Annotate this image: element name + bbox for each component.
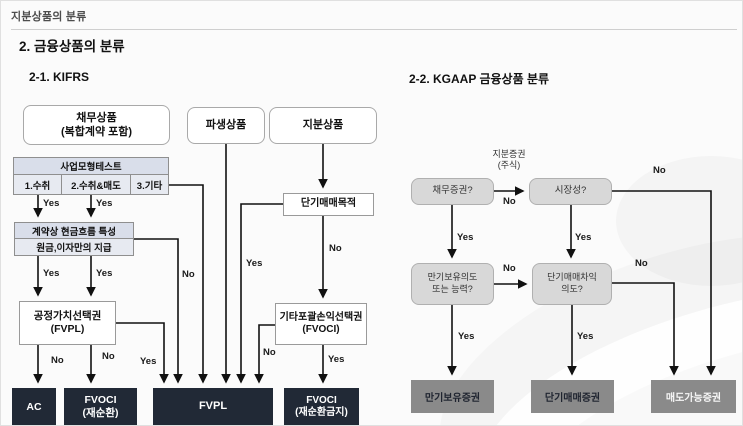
label-yes: Yes bbox=[246, 258, 263, 269]
result-ac-box: AC bbox=[12, 388, 56, 425]
q-short-line2: 의도? bbox=[561, 284, 583, 294]
cashflow-row: 원금,이자만의 지급 bbox=[15, 239, 133, 255]
label-no: No bbox=[653, 165, 666, 176]
section-title: 2. 금융상품의 분류 bbox=[19, 39, 125, 54]
arrow-short-no-to-afs bbox=[612, 282, 679, 376]
label-no: No bbox=[102, 351, 115, 362]
label-yes: Yes bbox=[140, 356, 157, 367]
kgaap-subtitle: 2-2. KGAAP 금융상품 분류 bbox=[409, 72, 550, 86]
arrow-fvpl-option-yes-to-fvpl bbox=[116, 322, 169, 384]
result-fvoci-no-recycle-box: FVOCI (재순환금지) bbox=[284, 388, 359, 425]
q-short-term-profit-box: 단기매매차익 의도? bbox=[532, 263, 612, 305]
result-fvoci-line2: (재순환) bbox=[82, 407, 119, 419]
label-yes: Yes bbox=[96, 268, 113, 279]
label-yes: Yes bbox=[43, 198, 60, 209]
label-no: No bbox=[329, 243, 342, 254]
bm-cell-receive-sell: 2.수취&매도 bbox=[62, 175, 131, 194]
equity-product-box: 지분상품 bbox=[269, 107, 377, 144]
fvpl-option-line2: (FVPL) bbox=[50, 323, 85, 335]
cashflow-characteristic-table: 계약상 현금흐름 특성 원금,이자만의 지급 bbox=[14, 222, 134, 256]
label-no: No bbox=[263, 347, 276, 358]
arrow-short-term-yes-to-fvpl bbox=[236, 203, 283, 384]
bm-cell-receive: 1.수취 bbox=[14, 175, 62, 194]
q-hold-line2: 또는 능력? bbox=[432, 284, 473, 294]
derivative-product-box: 파생상품 bbox=[187, 107, 265, 144]
result-fvoci-nr-line2: (재순환금지) bbox=[295, 407, 348, 418]
page-title: 지분상품의 분류 bbox=[11, 11, 87, 23]
q-short-line1: 단기매매차익 bbox=[547, 272, 597, 283]
label-yes: Yes bbox=[458, 331, 475, 342]
label-yes: Yes bbox=[328, 354, 345, 365]
stock-label-line1: 지분증권 bbox=[492, 149, 526, 159]
label-no: No bbox=[503, 196, 516, 207]
debt-product-box: 채무상품 (복합계약 포함) bbox=[23, 105, 170, 145]
kifrs-subtitle: 2-1. KIFRS bbox=[29, 70, 90, 84]
label-yes: Yes bbox=[43, 268, 60, 279]
label-no: No bbox=[51, 355, 64, 366]
result-fvoci-nr-line1: FVOCI bbox=[306, 395, 337, 406]
cashflow-header: 계약상 현금흐름 특성 bbox=[15, 223, 133, 239]
debt-product-line2: (복합계약 포함) bbox=[60, 126, 133, 138]
fvpl-option-box: 공정가치선택권 (FVPL) bbox=[19, 301, 116, 345]
business-model-test-header: 사업모형테스트 bbox=[14, 158, 168, 175]
label-no: No bbox=[182, 269, 195, 280]
arrow-market-no-to-afs bbox=[612, 190, 716, 376]
label-no: No bbox=[503, 263, 516, 274]
short-term-trading-box: 단기매매목적 bbox=[283, 193, 374, 216]
fvoci-option-box: 기타포괄손익선택권 (FVOCI) bbox=[275, 303, 367, 345]
result-fvoci-box: FVOCI (재순환) bbox=[64, 388, 137, 425]
stock-label-line2: (주식) bbox=[497, 160, 521, 171]
result-trading-box: 단기매매증권 bbox=[531, 380, 614, 413]
fvoci-option-line1: 기타포괄손익선택권 bbox=[279, 311, 363, 323]
debt-product-line1: 채무상품 bbox=[76, 111, 117, 124]
q-marketability-box: 시장성? bbox=[529, 178, 612, 205]
label-no: No bbox=[635, 258, 648, 269]
fvoci-option-line2: (FVOCI) bbox=[302, 324, 340, 335]
result-held-to-maturity-box: 만기보유증권 bbox=[411, 380, 494, 413]
q-hold-line1: 만기보유의도 bbox=[427, 272, 478, 283]
result-available-for-sale-box: 매도가능증권 bbox=[651, 380, 736, 413]
label-yes: Yes bbox=[577, 331, 594, 342]
result-fvoci-line1: FVOCI bbox=[84, 394, 117, 407]
arrow-bm-other-to-fvpl bbox=[169, 184, 208, 384]
fvpl-option-line1: 공정가치선택권 bbox=[33, 309, 102, 322]
label-yes: Yes bbox=[575, 232, 592, 243]
label-yes: Yes bbox=[96, 198, 113, 209]
header-divider bbox=[11, 29, 737, 30]
bm-cell-other: 3.기타 bbox=[131, 175, 168, 194]
business-model-test-table: 사업모형테스트 1.수취 2.수취&매도 3.기타 bbox=[13, 157, 169, 195]
q-hold-to-maturity-box: 만기보유의도 또는 능력? bbox=[411, 263, 494, 305]
label-yes: Yes bbox=[457, 232, 474, 243]
stock-label: 지분증권 (주식) bbox=[479, 149, 539, 172]
result-fvpl-box: FVPL bbox=[153, 388, 273, 425]
q-debt-security-box: 채무증권? bbox=[411, 178, 494, 205]
